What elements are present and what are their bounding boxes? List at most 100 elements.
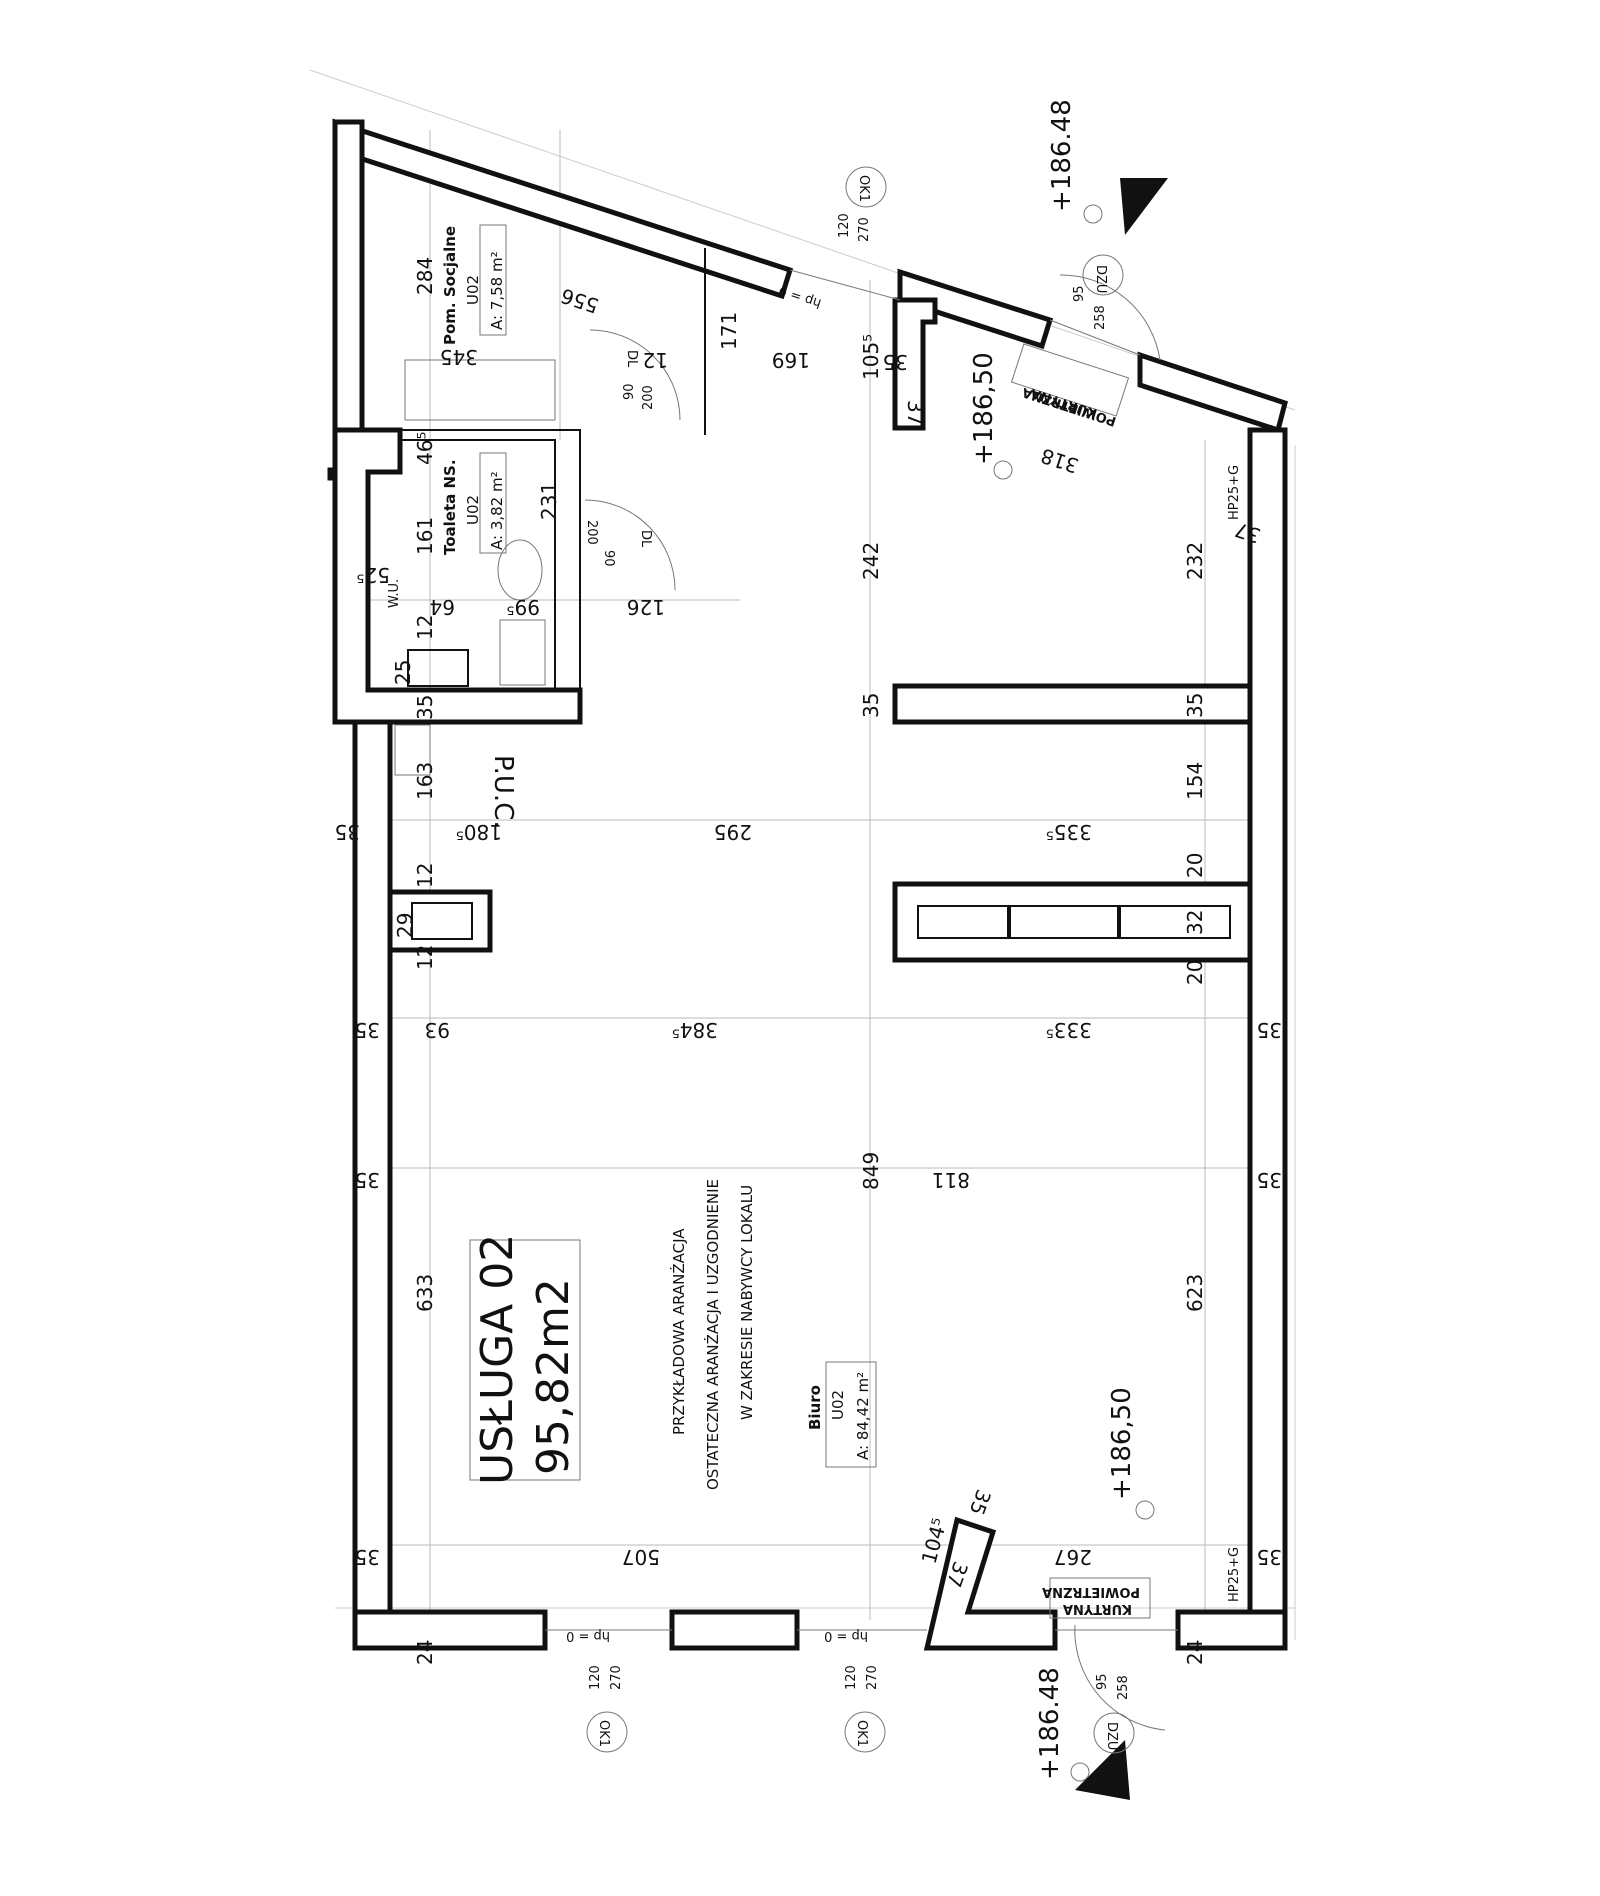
office-name: Biuro [806,1385,824,1430]
curtain-bottom-1: KURTYNA [1063,1601,1132,1616]
dzu-top-w: 95 [1072,285,1087,302]
dim-161: 161 [413,517,437,555]
dim-29: 29 [393,913,417,938]
dim-345: 345 [440,345,478,369]
ok1-tag-bottom-1 [586,1711,628,1753]
ok1-bottom-2-w: 120 [844,1665,859,1690]
wall-bottom-left [352,1609,548,1651]
dl-2-h: 200 [584,520,599,545]
wall-diagonal-left [332,118,794,300]
dim-35b: 35 [413,695,437,720]
toilet-partition [399,429,581,691]
dim-35l: 35 [1257,1545,1282,1569]
level-target-mid [993,460,1013,480]
dim-126: 126 [627,595,665,619]
hp-bottom-1: hp = 0 [566,1628,610,1643]
dl-1-h: 200 [641,385,656,410]
note-line-2: OSTATECZNA ARANŻACJA I UZGODNIENIE [703,1179,722,1490]
dim-64: 64 [430,595,455,619]
sink [499,619,546,686]
dim-37a: 37 [903,400,927,425]
ok1-bottom-1-w: 120 [588,1665,603,1690]
dim-3355: 335⁵ [1046,820,1092,844]
level-marker-bottom [1075,1740,1130,1800]
dim-35e: 35 [335,820,360,844]
office-code: U02 [829,1390,847,1420]
dim-232: 232 [1183,542,1207,580]
level-lower: +186,50 [1107,1387,1137,1500]
unit-area: 95,82m2 [528,1278,579,1475]
dim-35g: 35 [1257,1018,1282,1042]
level-target-lower [1135,1500,1155,1520]
hp25-top: HP25+G [1227,465,1242,520]
level-target-top [1083,204,1103,224]
dl-1-label: DL [624,350,639,368]
puc-label: P.U.C. [488,755,518,829]
shaft-cabinet-2 [1009,905,1119,939]
dimension-lines [335,130,1255,1620]
curtain-frame-bottom [1049,1577,1151,1619]
wall-top-left-corner [327,119,365,481]
dim-35h: 35 [355,1168,380,1192]
wall-right [1247,427,1288,1615]
toilet-name: Toaleta NS. [441,459,459,555]
ok1-top-label: OK1 [856,175,871,202]
dim-35c: 35 [859,693,883,718]
column-core [411,902,473,940]
dim-811: 811 [932,1168,970,1192]
dim-35k: 35 [965,1486,996,1518]
dim-12b: 12 [413,615,437,640]
dim-35j: 35 [355,1545,380,1569]
dim-849: 849 [859,1152,883,1190]
dzu-bottom-label: DZU [1104,1722,1119,1750]
dim-35a: 35 [883,350,908,374]
wu-label: W.U. [387,579,402,608]
level-mid: +186,50 [969,352,999,465]
door-top [1049,319,1141,356]
dzu-bottom-h: 258 [1116,1675,1131,1700]
hp-top: hp = 0 [777,283,823,311]
openings [545,269,1178,1631]
window-top [789,269,901,301]
dim-3335: 333⁵ [1046,1018,1092,1042]
dim-556: 556 [558,283,602,318]
dim-35i: 35 [1257,1168,1282,1192]
dim-995: 99⁵ [507,595,540,619]
door-swing-dzu-top [1059,274,1161,361]
social-name: Pom. Socjalne [441,226,459,345]
hp25-bottom: HP25+G [1227,1547,1242,1602]
dim-507: 507 [622,1545,660,1569]
wall-diagonal-right [1137,351,1289,434]
shaft-cabinet-3 [1119,905,1231,939]
note-line-1: PRZYKŁADOWA ARANŻACJA [669,1228,688,1435]
dim-3845: 384⁵ [672,1018,718,1042]
dim-154: 154 [1183,762,1207,800]
dim-12d: 12 [413,945,437,970]
ok1-bottom-1-label: OK1 [596,1720,611,1747]
dim-25: 25 [391,660,415,685]
level-target-bottom [1070,1762,1090,1782]
dl-2-w: 90 [601,550,616,567]
inner-walls [387,248,1253,963]
social-label-frame [479,224,507,336]
ok1-top-w: 120 [837,213,852,238]
outer-walls [327,118,1289,1651]
ok1-bottom-1-h: 270 [609,1665,624,1690]
wall-left [352,719,393,1615]
dim-525: 52⁵ [357,563,390,587]
dzu-top-label: DZU [1093,265,1108,293]
door-swing-dzu-bottom [1074,1624,1166,1731]
dim-20b: 20 [1183,960,1207,985]
dim-295: 295 [714,820,752,844]
hp-bottom-2: hp = 0 [824,1628,868,1643]
wall-service-shaft [892,881,1253,963]
shaft-cabinet-1 [917,905,1009,939]
kitchen-counter [404,359,556,421]
dl-1-w: 90 [622,383,637,400]
door-swing-dl-1 [589,329,681,421]
toilet-area: A: 3,82 m² [488,471,506,550]
ok1-tag-bottom-2 [844,1711,886,1753]
dim-20a: 20 [1183,853,1207,878]
toilet-bowl [497,539,543,601]
wall-column [387,889,493,953]
